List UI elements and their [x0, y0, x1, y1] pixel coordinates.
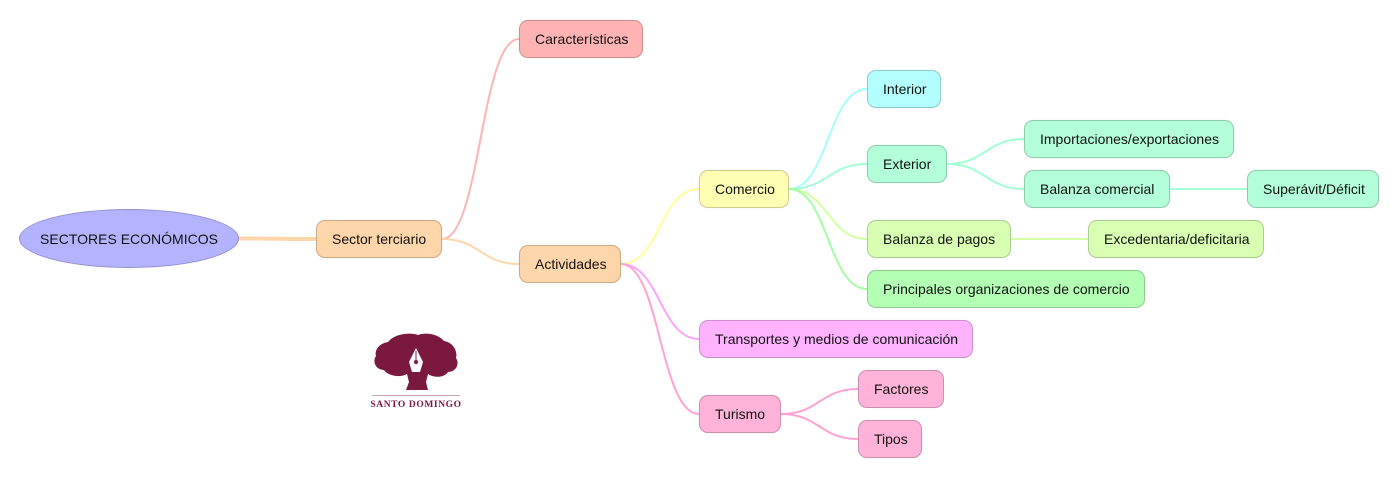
node-turismo[interactable]: Turismo	[699, 395, 781, 433]
connector-comercio-balanza_pagos	[788, 188, 868, 240]
connector-sector_terciario-caracteristicas	[441, 38, 520, 240]
node-label: Balanza de pagos	[883, 231, 996, 247]
node-label: Principales organizaciones de comercio	[883, 281, 1130, 297]
root-node-sectores-economicos[interactable]: SECTORES ECONÓMICOS	[19, 209, 239, 268]
node-sector-terciario[interactable]: Sector terciario	[316, 220, 442, 258]
node-label: Características	[535, 31, 629, 47]
node-label: Balanza comercial	[1040, 181, 1155, 197]
node-balanza-de-pagos[interactable]: Balanza de pagos	[867, 220, 1011, 258]
node-label: Exterior	[883, 156, 932, 172]
connector-root-sector_terciario	[237, 236, 318, 241]
connector-actividades-turismo	[620, 263, 700, 415]
node-balanza-comercial[interactable]: Balanza comercial	[1024, 170, 1170, 208]
node-label: Factores	[874, 381, 929, 397]
connector-comercio-exterior	[788, 163, 868, 190]
connector-comercio-organizaciones	[788, 188, 868, 290]
connector-sector_terciario-actividades	[441, 238, 520, 265]
tree-pen-icon	[374, 333, 458, 390]
node-superavit-deficit[interactable]: Superávit/Déficit	[1247, 170, 1379, 208]
node-excedentaria-deficitaria[interactable]: Excedentaria/deficitaria	[1088, 220, 1264, 258]
logo-text: SANTO DOMINGO	[370, 400, 462, 410]
node-interior[interactable]: Interior	[867, 70, 941, 108]
connector-turismo-tipos	[780, 413, 859, 440]
node-label: Excedentaria/deficitaria	[1104, 231, 1250, 247]
node-transportes-comunicacion[interactable]: Transportes y medios de comunicación	[699, 320, 973, 358]
node-exterior[interactable]: Exterior	[867, 145, 947, 183]
node-label: Turismo	[715, 406, 766, 422]
node-principales-organizaciones[interactable]: Principales organizaciones de comercio	[867, 270, 1145, 308]
connector-turismo-factores	[780, 388, 859, 415]
connector-exterior-balanza_comercial	[946, 163, 1025, 190]
node-tipos[interactable]: Tipos	[858, 420, 922, 458]
node-label: Sector terciario	[332, 231, 427, 247]
connector-comercio-interior	[788, 88, 868, 190]
node-factores[interactable]: Factores	[858, 370, 944, 408]
logo-divider	[372, 395, 460, 396]
connector-actividades-comercio	[620, 188, 700, 265]
node-label: Actividades	[535, 256, 607, 272]
santo-domingo-logo: SANTO DOMINGO	[366, 332, 466, 414]
connector-exterior-importaciones	[946, 138, 1025, 165]
node-label: Superávit/Déficit	[1263, 181, 1365, 197]
node-actividades[interactable]: Actividades	[519, 245, 621, 283]
connector-actividades-transportes	[620, 263, 700, 340]
node-label: Interior	[883, 81, 927, 97]
node-importaciones-exportaciones[interactable]: Importaciones/exportaciones	[1024, 120, 1234, 158]
node-label: Tipos	[874, 431, 908, 447]
root-node-label: SECTORES ECONÓMICOS	[40, 230, 218, 247]
node-comercio[interactable]: Comercio	[699, 170, 789, 208]
node-label: Comercio	[715, 181, 775, 197]
node-label: Importaciones/exportaciones	[1040, 131, 1219, 147]
node-caracteristicas[interactable]: Características	[519, 20, 643, 58]
node-label: Transportes y medios de comunicación	[715, 331, 959, 347]
